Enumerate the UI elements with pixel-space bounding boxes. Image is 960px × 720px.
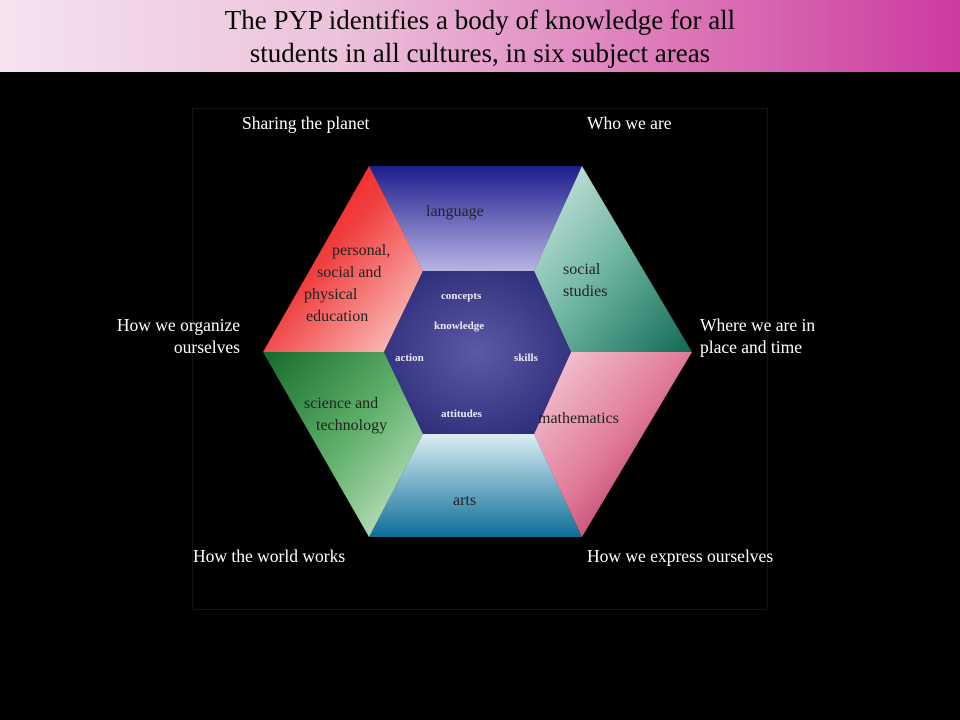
title-banner: The PYP identifies a body of knowledge f… xyxy=(0,0,960,72)
theme-how-we-express-ourselves: How we express ourselves xyxy=(587,546,774,566)
mathematics-segment xyxy=(534,352,692,537)
pse-line-4: education xyxy=(306,308,369,325)
theme-where-line-1: Where we are in xyxy=(700,315,816,335)
science-technology-segment xyxy=(263,352,423,537)
core-skills-label: skills xyxy=(514,352,538,364)
social-line-1: social xyxy=(563,261,601,278)
title-line-2: students in all cultures, in six subject… xyxy=(249,38,711,68)
subject-pse-label: personal, social and physical education xyxy=(304,240,390,328)
theme-where-line-2: place and time xyxy=(700,337,803,357)
core-attitudes-label: attitudes xyxy=(441,408,482,420)
pse-line-3: physical xyxy=(304,286,358,303)
core-concepts-label: concepts xyxy=(441,290,482,302)
science-line-1: science and xyxy=(304,395,379,412)
subject-arts-label: arts xyxy=(453,492,477,509)
theme-how-the-world-works: How the world works xyxy=(193,546,346,566)
subject-social-studies-label: social studies xyxy=(563,259,607,303)
theme-how-we-organize-ourselves: How we organize ourselves xyxy=(80,314,240,358)
subject-language-label: language xyxy=(426,203,484,220)
social-studies-segment xyxy=(534,166,692,352)
theme-where-we-are: Where we are in place and time xyxy=(700,314,815,358)
title-line-1: The PYP identifies a body of knowledge f… xyxy=(224,5,736,35)
pse-line-1: personal, xyxy=(332,242,391,259)
core-knowledge-label: knowledge xyxy=(434,320,485,332)
core-hexagon xyxy=(384,271,571,434)
theme-sharing-the-planet: Sharing the planet xyxy=(242,113,370,133)
subject-science-technology-label: science and technology xyxy=(304,393,387,437)
social-line-2: studies xyxy=(563,283,608,300)
pse-line-2: social and xyxy=(317,264,382,281)
core-action-label: action xyxy=(395,352,424,364)
theme-organize-line-1: How we organize xyxy=(116,315,240,335)
theme-organize-line-2: ourselves xyxy=(173,337,240,357)
arts-segment xyxy=(369,434,582,537)
subject-mathematics-label: mathematics xyxy=(538,410,619,427)
science-line-2: technology xyxy=(316,417,388,434)
theme-who-we-are: Who we are xyxy=(587,113,672,133)
diagram-frame xyxy=(192,108,768,610)
pse-segment xyxy=(263,166,423,352)
language-segment xyxy=(369,166,582,271)
